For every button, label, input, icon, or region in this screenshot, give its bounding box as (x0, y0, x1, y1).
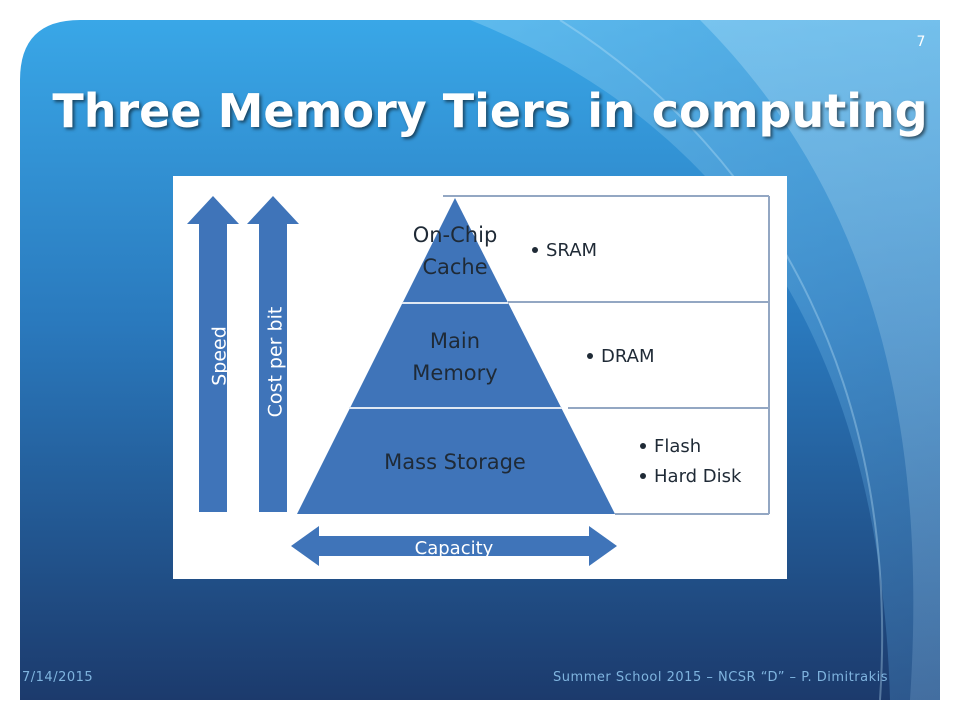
tier-label-on-chip-cache-line1: On-Chip (413, 223, 498, 247)
tier-label-on-chip-cache-line2: Cache (422, 255, 487, 279)
speed-axis-label: Speed (209, 326, 231, 386)
example-sram: SRAM (546, 240, 597, 261)
bullet-icon (532, 247, 538, 253)
capacity-axis-label: Capacity (415, 538, 494, 559)
memory-hierarchy-diagram: Speed Cost per bit On-Chip Cache Main Me… (173, 176, 787, 579)
example-dram: DRAM (601, 346, 654, 367)
tier-table-lines (443, 195, 770, 515)
bullet-icon (640, 443, 646, 449)
bullet-icon (640, 473, 646, 479)
example-flash: Flash (654, 436, 701, 457)
cost-per-bit-axis-label: Cost per bit (265, 307, 287, 418)
footer-text: Summer School 2015 – NCSR “D” – P. Dimit… (553, 670, 888, 685)
speed-arrow (187, 196, 239, 512)
example-hard-disk: Hard Disk (654, 466, 742, 487)
tier-label-main-memory-line1: Main (430, 329, 480, 353)
cost-per-bit-arrow (247, 196, 299, 512)
tier-label-mass-storage: Mass Storage (384, 450, 526, 474)
capacity-arrow (291, 526, 617, 566)
bullet-icon (587, 353, 593, 359)
memory-hierarchy-svg: Speed Cost per bit On-Chip Cache Main Me… (187, 195, 770, 566)
tier-label-main-memory-line2: Memory (412, 361, 497, 385)
slide-title: Three Memory Tiers in computing (52, 84, 928, 138)
footer-date: 7/14/2015 (22, 670, 94, 685)
slide-number: 7 (916, 34, 926, 50)
memory-pyramid (297, 198, 615, 514)
